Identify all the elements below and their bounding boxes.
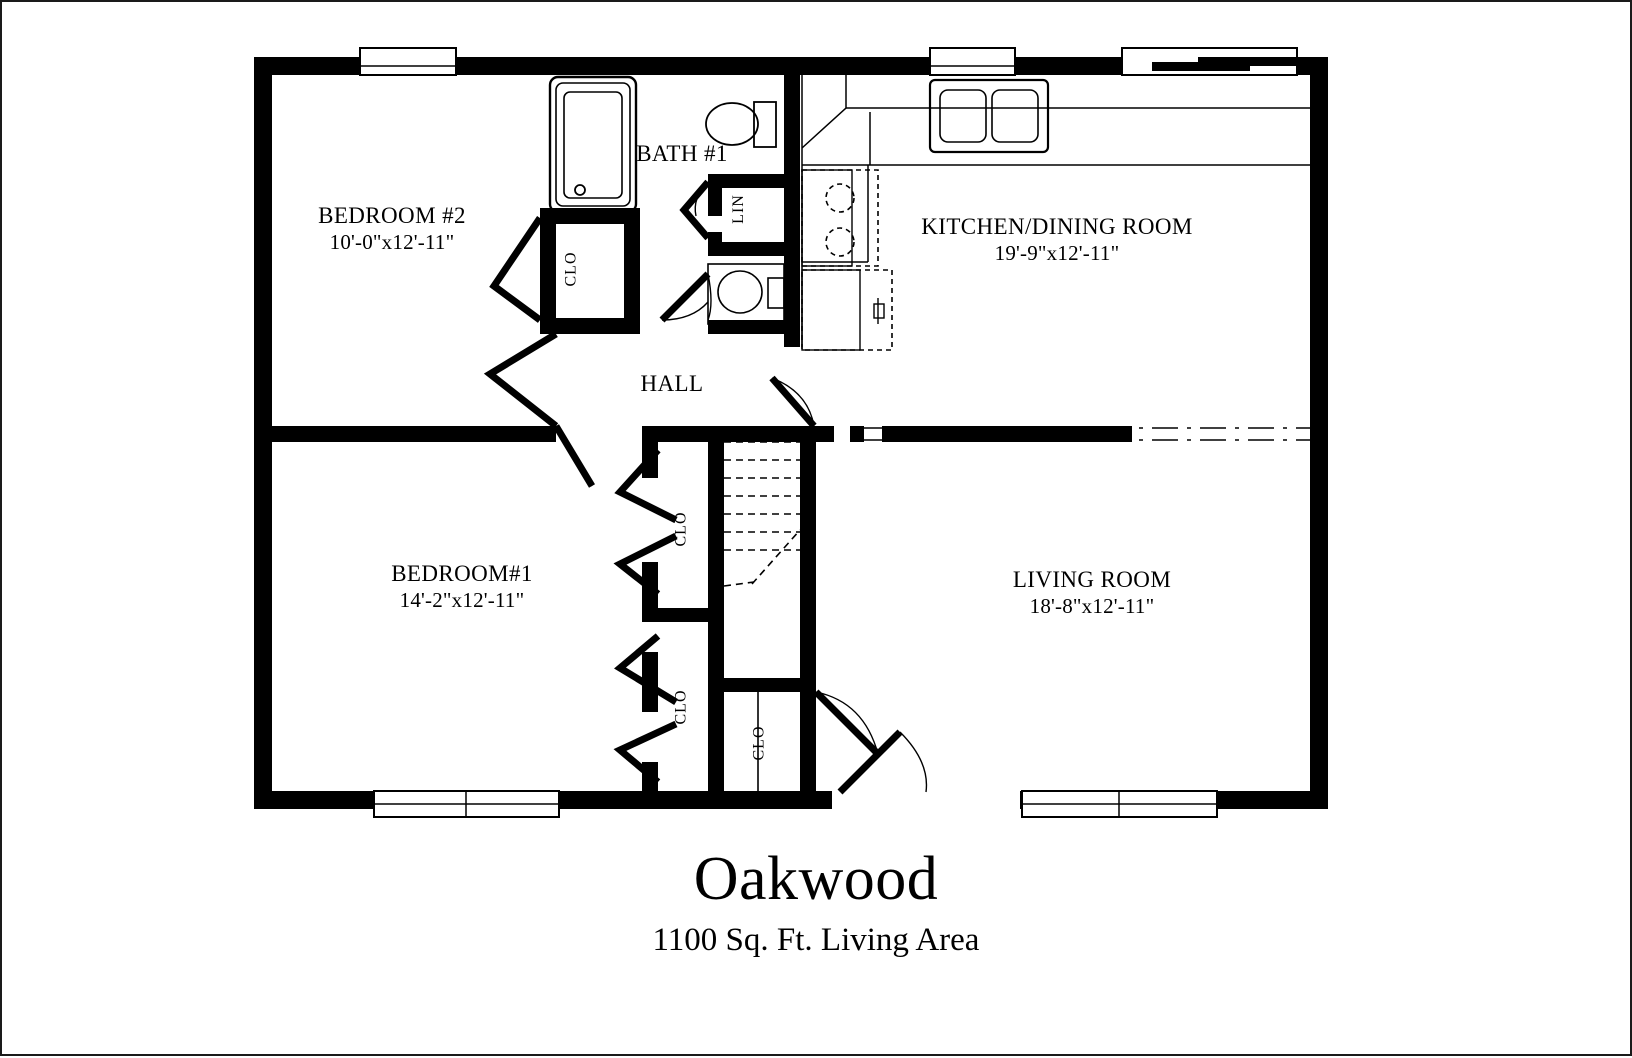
bedroom2-closet-door [489,216,543,323]
closet-doors-bedroom1 [613,447,678,785]
kitchen-sink-fixture [928,78,1050,154]
plan-title: Oakwood [693,845,939,913]
vanity-sink-fixture [707,263,785,325]
window-kitchen-top [929,47,1016,76]
toilet-fixture [705,101,777,148]
linen-closet-door [679,179,711,241]
bedroom1-door [552,424,596,488]
range-cooktop-fixture [801,169,879,267]
bath-door [659,271,712,323]
staircase [723,441,801,587]
stair-door [769,375,817,429]
closet-label-entry: CLO [750,725,768,761]
window-living-bottom [1021,790,1218,818]
bathtub-fixture [548,75,638,214]
beam-dashed-line [864,427,1310,441]
window-kitchen-top-right [1121,47,1298,76]
window-bedroom1-bottom [373,790,560,818]
closet-label-linen: LIN [729,194,747,224]
plan-subtitle: 1100 Sq. Ft. Living Area [652,922,980,958]
interior-walls [254,57,1132,809]
window-bedroom2-top [359,47,457,76]
closet-label-bedroom1-lower: CLO [672,689,690,725]
closet-label-bedroom2: CLO [562,251,580,287]
windows [359,47,1298,818]
bedroom2-hall-door [483,331,559,429]
entry-doors [813,689,928,795]
refrigerator-fixture [801,269,893,351]
closet-label-bedroom1-upper: CLO [672,511,690,547]
